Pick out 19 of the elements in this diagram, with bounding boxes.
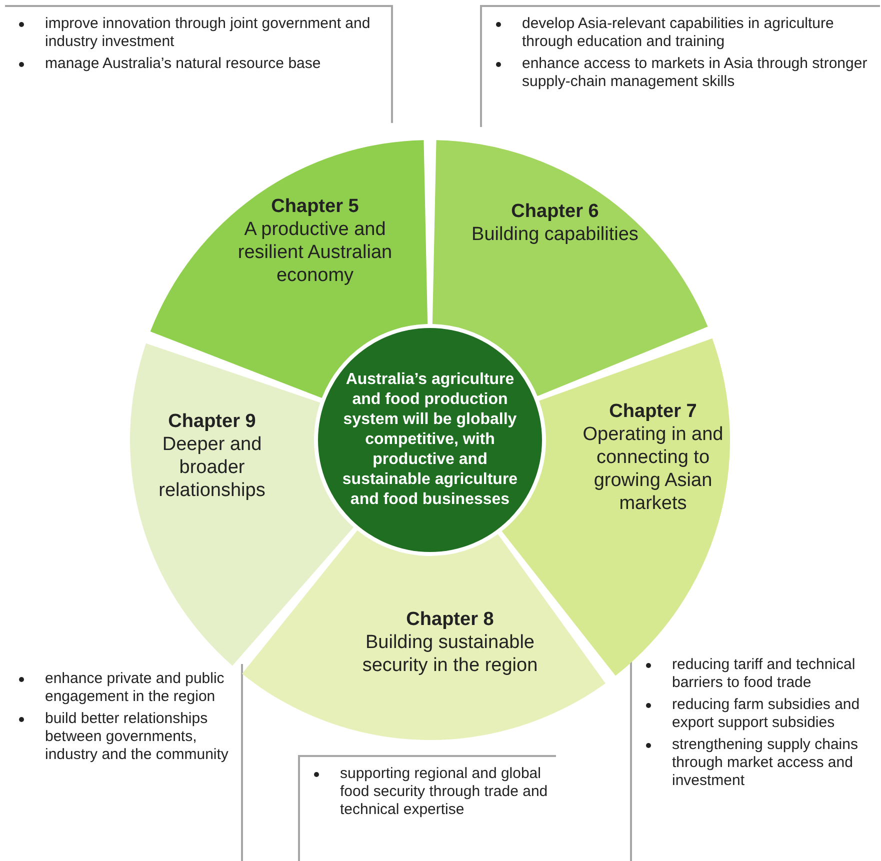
chapter-heading: Chapter 9 [167,410,257,433]
chapter-title: Building capabilities [470,223,640,246]
bullet-point: supporting regional and global food security through trade and technical expertise [340,765,548,818]
bullet-point: build better relationships between governments, industry and the community [45,710,228,763]
bullet-point: strengthening supply chains through market access and investment [672,736,858,789]
chapter-title: Operating in and connecting to growing Asian markets [582,423,724,515]
bullet-point: manage Australia’s natural resource base [45,55,321,72]
chapter-title: Deeper and broader relationships [158,433,266,502]
callout-box [5,5,393,123]
chapter-title: Building sustainable security in the region [361,631,539,677]
chapter-heading: Chapter 7 [608,400,698,423]
chapter-heading: Chapter 8 [405,608,495,631]
chapter-title: A productive and resilient Australian economy [236,218,394,287]
center-statement: Australia’s agriculture and food production system will be globally competitive, with productive and sustainable agriculture and food businesses [341,370,519,510]
chapter-heading: Chapter 5 [270,195,360,218]
bullet-point: enhance access to markets in Asia through stronger supply-chain management skills [522,55,868,90]
chapter-heading: Chapter 6 [510,200,600,223]
callout-box [480,5,880,127]
callout-box [298,755,556,861]
